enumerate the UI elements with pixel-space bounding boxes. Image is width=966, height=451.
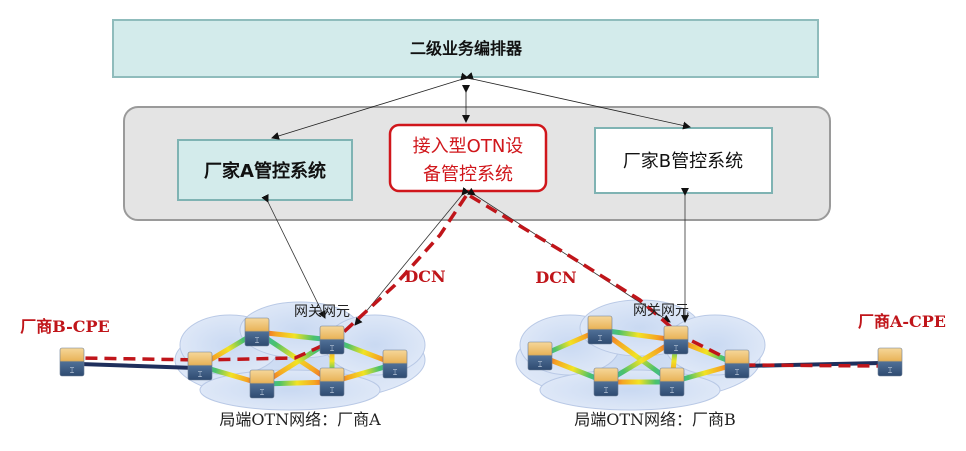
otn-nodes: ⌶ ⌶ ⌶ ⌶ ⌶ ⌶ ⌶ ⌶ ⌶ ⌶ ⌶ ⌶ ⌶ ⌶	[59, 315, 903, 399]
gateway-label-a: 网关网元	[294, 304, 350, 320]
switch-icon: ⌶	[330, 344, 335, 353]
otn-node-vendor-b: ⌶	[663, 325, 689, 355]
cpe-b-label: 厂商B-CPE	[20, 317, 109, 336]
switch-icon: ⌶	[393, 368, 398, 377]
switch-icon: ⌶	[735, 368, 740, 377]
otn-node-vendor-b: ⌶	[724, 349, 750, 379]
cpe-a-label: 厂商A-CPE	[858, 312, 946, 331]
network-a-label: 局端OTN网络：厂商A	[219, 410, 381, 429]
orchestrator-links	[271, 72, 691, 140]
otn-node-vendor-a: ⌶	[187, 351, 213, 381]
orchestrator-box	[112, 19, 819, 78]
otn-node-vendor-a: ⌶	[249, 369, 275, 399]
orchestrator-label: 二级业务编排器	[410, 39, 523, 58]
switch-icon: ⌶	[598, 334, 603, 343]
switch-icon: ⌶	[330, 386, 335, 395]
vendor-b-controller-box	[594, 127, 773, 194]
dcn-label-a: DCN	[404, 267, 445, 286]
dcn-label-b: DCN	[535, 268, 576, 287]
vendor-a-controller-box	[177, 139, 353, 201]
vendor-a-controller-label: 厂家A管控系统	[204, 160, 326, 182]
network-b-label: 局端OTN网络：厂商B	[574, 410, 736, 429]
gateway-label-b: 网关网元	[633, 303, 689, 319]
otn-node-vendor-b: ⌶	[527, 341, 553, 371]
otn-node-vendor-b: ⌶	[587, 315, 613, 345]
otn-node-vendor-a: ⌶	[244, 317, 270, 347]
switch-icon: ⌶	[670, 386, 675, 395]
access-otn-controller-label-line2: 备管控系统	[423, 164, 513, 185]
cpe-a-device: ⌶	[877, 347, 903, 377]
otn-link	[597, 327, 679, 343]
otn-node-vendor-b: ⌶	[659, 367, 685, 397]
switch-icon: ⌶	[70, 366, 75, 375]
otn-node-vendor-a: ⌶	[319, 325, 345, 355]
switch-icon: ⌶	[538, 360, 543, 369]
access-otn-controller-label-line1: 接入型OTN设	[413, 136, 524, 157]
switch-icon: ⌶	[198, 370, 203, 379]
otn-node-vendor-a: ⌶	[382, 349, 408, 379]
switch-icon: ⌶	[888, 366, 893, 375]
switch-icon: ⌶	[255, 336, 260, 345]
vendor-b-controller-label: 厂家B管控系统	[623, 151, 743, 172]
switch-icon: ⌶	[604, 386, 609, 395]
otn-node-vendor-a: ⌶	[319, 367, 345, 397]
switch-icon: ⌶	[260, 388, 265, 397]
switch-icon: ⌶	[674, 344, 679, 353]
otn-node-vendor-b: ⌶	[593, 367, 619, 397]
cpe-b-device: ⌶	[59, 347, 85, 377]
cpe-b-access-line	[79, 362, 196, 370]
otn-link	[254, 329, 335, 343]
